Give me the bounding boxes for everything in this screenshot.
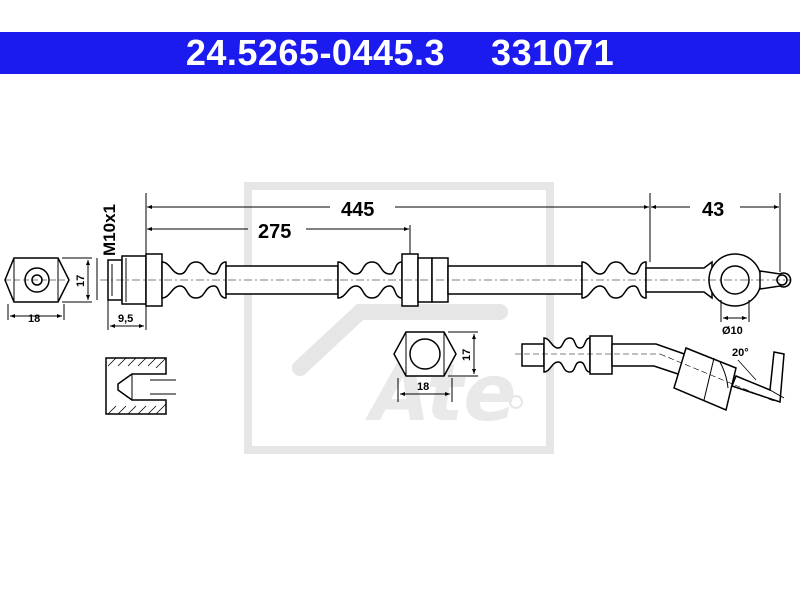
hex-width-dimension — [7, 304, 65, 320]
bend-angle-label: 20° — [732, 347, 749, 359]
extension-lines — [145, 193, 781, 272]
reference-number: 331071 — [491, 32, 615, 73]
part-number-banner: 24.5265-0445.3 331071 — [0, 32, 800, 74]
part-number: 24.5265-0445.3 — [185, 32, 446, 73]
ate-watermark: Ate — [244, 182, 554, 454]
eye-diameter-label: Ø10 — [722, 325, 743, 337]
hex2-height-dimension — [448, 331, 478, 377]
dimension-lines — [147, 205, 779, 231]
hex-height-dimension — [62, 257, 92, 303]
overall-length-label: 445 — [341, 199, 374, 221]
hex2-width-label: 18 — [417, 381, 429, 393]
hex-height-label: 17 — [75, 275, 87, 287]
hex2-width-dimension — [397, 378, 453, 402]
hex-width-label: 18 — [28, 313, 40, 325]
section-detail — [105, 357, 176, 415]
collar-width-label: 9,5 — [118, 313, 133, 325]
hex-nut-end-view — [4, 257, 70, 303]
inner-length-label: 275 — [258, 221, 291, 243]
hex-nut-detail — [393, 331, 457, 377]
hex2-height-label: 17 — [461, 349, 473, 361]
eye-diameter-dimension — [720, 300, 750, 322]
fitting-length-label: 43 — [702, 199, 724, 221]
thread-size-label: M10x1 — [100, 204, 119, 256]
